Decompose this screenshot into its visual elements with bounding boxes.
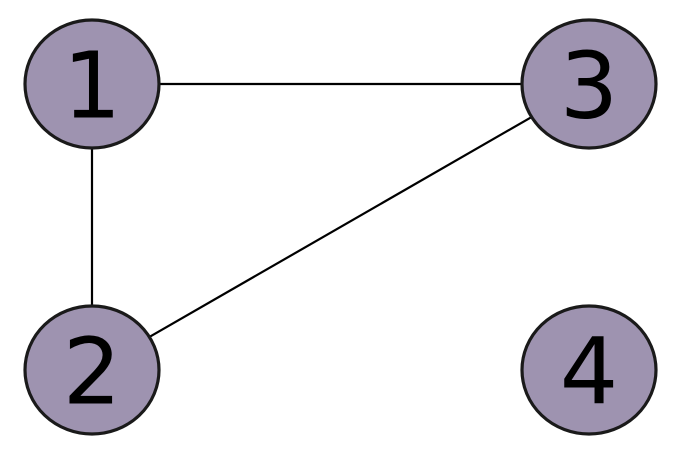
node-1-circle[interactable] xyxy=(23,18,161,150)
graph-node-3[interactable]: 3 xyxy=(520,18,658,150)
node-2-label: 2 xyxy=(63,319,122,426)
node-4-circle[interactable] xyxy=(520,304,658,436)
graph-node-4[interactable]: 4 xyxy=(520,304,658,436)
graph-node-2[interactable]: 2 xyxy=(23,304,161,436)
node-4-label: 4 xyxy=(560,319,619,426)
node-2-circle[interactable] xyxy=(23,304,161,436)
node-3-circle[interactable] xyxy=(520,18,658,150)
node-3-label: 3 xyxy=(560,33,619,140)
graph-node-1[interactable]: 1 xyxy=(23,18,161,150)
edge-2-3 xyxy=(148,115,533,339)
edge-layer xyxy=(90,82,533,339)
node-layer: 1 2 3 4 xyxy=(23,18,658,436)
node-1-label: 1 xyxy=(63,33,122,140)
